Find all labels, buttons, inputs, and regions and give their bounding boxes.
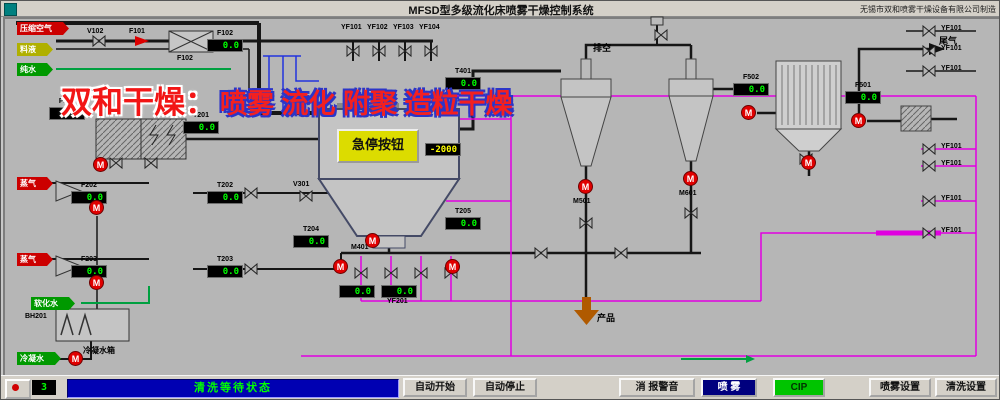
numeric-display: 0.0 xyxy=(293,235,329,248)
tag-label: YF101 xyxy=(341,24,362,31)
page-title: MFSD型多级流化床喷雾干燥控制系统 xyxy=(408,5,594,17)
tag-label: M501 xyxy=(573,198,591,205)
tag-label: YF104 xyxy=(419,24,440,31)
clean-settings-button[interactable]: 清洗设置 xyxy=(935,378,997,397)
numeric-display: 0.0 xyxy=(445,77,481,90)
tag-label: YF101 xyxy=(941,160,962,167)
display-label: F203 xyxy=(81,256,97,263)
tag-label: F102 xyxy=(177,55,193,62)
display-label: T203 xyxy=(217,256,233,263)
auto-start-button[interactable]: 自动开始 xyxy=(403,378,467,397)
tag-label: V102 xyxy=(87,28,104,35)
numeric-display: 0.0 xyxy=(381,285,417,298)
tag-label: F101 xyxy=(129,28,145,35)
numeric-display: -2000 xyxy=(425,143,461,156)
numeric-display: 0.0 xyxy=(49,107,85,120)
pump-motor-icon[interactable]: M xyxy=(333,259,348,274)
display-label: T201 xyxy=(193,112,209,119)
title-bar: MFSD型多级流化床喷雾干燥控制系统 无锡市双和喷雾干燥设备有限公司制造 xyxy=(1,1,999,17)
pump-motor-icon[interactable]: M xyxy=(93,157,108,172)
tag-label: YF102 xyxy=(367,24,388,31)
pump-motor-icon[interactable]: M xyxy=(578,179,593,194)
page-counter-display: 3 xyxy=(32,380,56,395)
status-message-bar: 清洗等待状态 xyxy=(67,379,399,398)
numeric-display: 0.0 xyxy=(183,121,219,134)
pump-motor-icon[interactable]: M xyxy=(89,200,104,215)
pump-motor-icon[interactable]: M xyxy=(801,155,816,170)
display-label: F502 xyxy=(743,74,759,81)
tag-label: YF101 xyxy=(941,25,962,32)
source-arrow-tag: 料液 xyxy=(17,43,53,56)
display-label: P201 xyxy=(58,98,76,105)
numeric-display: 0.0 xyxy=(207,39,243,52)
pump-motor-icon[interactable]: M xyxy=(683,171,698,186)
tag-label: 排空 xyxy=(593,43,612,53)
display-label: F102 xyxy=(217,30,233,37)
display-label: F501 xyxy=(855,82,871,89)
mute-alarm-button[interactable]: 消 报警音 xyxy=(619,378,695,397)
spray-settings-button[interactable]: 喷雾设置 xyxy=(869,378,931,397)
source-arrow-tag: 软化水 xyxy=(31,297,75,310)
tag-label: YF101 xyxy=(941,143,962,150)
source-arrow-tag: 蒸气 xyxy=(17,253,53,266)
numeric-display: 0.0 xyxy=(207,191,243,204)
numeric-display: 0.0 xyxy=(207,265,243,278)
numeric-display: 0.0 xyxy=(733,83,769,96)
tag-label: 冷凝水箱 xyxy=(83,346,115,355)
pump-motor-icon[interactable]: M xyxy=(445,259,460,274)
tag-label: YF101 xyxy=(941,227,962,234)
alarm-dot-icon xyxy=(12,384,19,391)
numeric-display: 0.0 xyxy=(71,265,107,278)
display-label: T401 xyxy=(455,68,471,75)
spray-mode-button[interactable]: 喷 雾 xyxy=(701,378,757,397)
display-label: T202 xyxy=(217,182,233,189)
auto-stop-button[interactable]: 自动停止 xyxy=(473,378,537,397)
pump-motor-icon[interactable]: M xyxy=(741,105,756,120)
tag-label: 产品 xyxy=(597,313,616,323)
tag-label: YF101 xyxy=(941,195,962,202)
tag-label: YF103 xyxy=(393,24,414,31)
tag-label: YF101 xyxy=(941,45,962,52)
display-label: T205 xyxy=(455,208,471,215)
tag-label: M601 xyxy=(679,190,697,197)
cip-mode-button[interactable]: CIP xyxy=(773,378,825,397)
display-label: T204 xyxy=(303,226,319,233)
pump-motor-icon[interactable]: M xyxy=(365,233,380,248)
tag-label: V301 xyxy=(293,181,310,188)
source-arrow-tag: 冷凝水 xyxy=(17,352,61,365)
alarm-indicator-button[interactable] xyxy=(5,379,31,399)
pump-motor-icon[interactable]: M xyxy=(851,113,866,128)
pump-motor-icon[interactable]: M xyxy=(68,351,83,366)
source-arrow-tag: 压缩空气 xyxy=(17,22,69,35)
source-arrow-tag: 蒸气 xyxy=(17,177,53,190)
emergency-stop-button[interactable]: 急停按钮 xyxy=(337,129,419,163)
tag-label: YF201 xyxy=(387,298,408,305)
manufacturer-text: 无锡市双和喷雾干燥设备有限公司制造 xyxy=(860,5,996,14)
tag-label: M401 xyxy=(351,244,369,251)
tag-label: 尾气 xyxy=(939,36,958,46)
display-label: F202 xyxy=(81,182,97,189)
numeric-display: 0.0 xyxy=(445,217,481,230)
numeric-display: 0.0 xyxy=(339,285,375,298)
tag-label: YF101 xyxy=(941,65,962,72)
numeric-display: 0.0 xyxy=(845,91,881,104)
tag-label: BH201 xyxy=(25,313,47,320)
source-arrow-tag: 纯水 xyxy=(17,63,53,76)
pump-motor-icon[interactable]: M xyxy=(89,275,104,290)
app-icon xyxy=(4,3,17,16)
